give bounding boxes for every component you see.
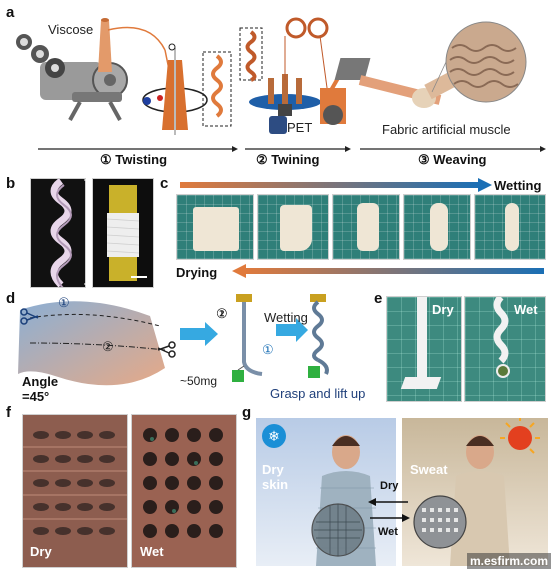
- sweat-person-graphic: [413, 418, 540, 566]
- strip-marker-2-label: ②: [216, 306, 228, 321]
- panel-letter-b: b: [6, 175, 16, 192]
- dry-wet-arrows: [368, 498, 410, 522]
- sheet-shape-5: [505, 203, 519, 251]
- wetting-step-label: Wetting: [264, 310, 308, 325]
- step-weaving-label: ③ Weaving: [418, 152, 487, 167]
- dry-skin-label-line1: Dry skin: [262, 462, 296, 492]
- viscose-label: Viscose: [48, 22, 94, 37]
- strip-marker-1-label: ①: [262, 342, 274, 357]
- twisting-machinery-illustration: [16, 17, 546, 152]
- panel-letter-e: e: [374, 290, 383, 307]
- spool-graphic: [106, 185, 147, 281]
- sheet-photo-5: [474, 194, 546, 260]
- dry-label-f: Dry: [30, 544, 52, 559]
- wet-arrow-label: Wet: [378, 526, 398, 538]
- wet-strip-photo: [464, 296, 546, 402]
- wet-fabric-photo: [131, 414, 237, 568]
- cutting-and-lifting-diagram: [18, 294, 329, 386]
- wet-fabric-graphic: [143, 428, 223, 538]
- wet-strip-graphic: [493, 297, 510, 378]
- dry-arrow-label: Dry: [380, 480, 399, 492]
- angle-value-label: =45°: [22, 389, 50, 404]
- panel-letter-g: g: [242, 404, 252, 421]
- pet-label: PET: [287, 120, 313, 135]
- wet-label-e: Wet: [514, 302, 538, 317]
- angle-label: Angle: [22, 374, 59, 389]
- sweat-scene: [402, 418, 548, 566]
- dry-label-e: Dry: [432, 302, 454, 317]
- panel-letter-c: c: [160, 175, 169, 192]
- weight-label: ~50mg: [180, 374, 218, 388]
- dry-strip-foot: [400, 377, 442, 389]
- spinning-machine: [16, 34, 128, 121]
- dry-strip: [417, 297, 427, 379]
- grasp-lift-label: Grasp and lift up: [270, 386, 366, 401]
- step-twisting-label: ① Twisting: [100, 152, 168, 167]
- panel-letter-d: d: [6, 290, 16, 307]
- wet-label-f: Wet: [140, 544, 164, 559]
- wetting-gradient-arrow: [180, 178, 492, 192]
- twisted-yarn-graphic: [50, 179, 72, 287]
- sheet-photo-4: [403, 194, 471, 260]
- fabric-muscle-label: Fabric artificial muscle: [382, 122, 511, 137]
- sweat-label: Sweat: [410, 462, 448, 477]
- sheet-shape-1: [193, 207, 239, 251]
- dry-skin-scene: ❄: [256, 418, 396, 566]
- watermark: m.esfirm.com: [466, 553, 551, 569]
- drying-gradient-arrow: [232, 264, 544, 278]
- sheet-shape-4: [430, 203, 448, 251]
- sheet-photo-2: [257, 194, 329, 260]
- dry-strip-photo: [386, 296, 462, 402]
- sheet-shape-3: [357, 203, 379, 251]
- cut-marker-1: ①: [58, 295, 70, 310]
- sheet-shape-2: [280, 205, 312, 251]
- svg-text:❄: ❄: [268, 429, 280, 445]
- drying-label: Drying: [176, 265, 218, 280]
- dry-fabric-graphic: [23, 431, 127, 535]
- cut-marker-2: ②: [102, 339, 114, 354]
- panel-letter-f: f: [6, 404, 11, 421]
- strip-marker-2: ①: [216, 306, 228, 321]
- dry-fabric-photo: [22, 414, 128, 568]
- sheet-photo-3: [332, 194, 400, 260]
- wetting-label: Wetting: [494, 178, 542, 193]
- panel-letter-a: a: [6, 4, 15, 21]
- twisted-yarn-photo: [30, 178, 86, 288]
- yarn-on-spool-photo: [92, 178, 154, 288]
- dry-person-graphic: ❄: [262, 424, 376, 566]
- sheet-photo-1: [176, 194, 254, 260]
- step-twining-label: ② Twining: [256, 152, 320, 167]
- dry-skin-label: Dry skin: [262, 462, 289, 492]
